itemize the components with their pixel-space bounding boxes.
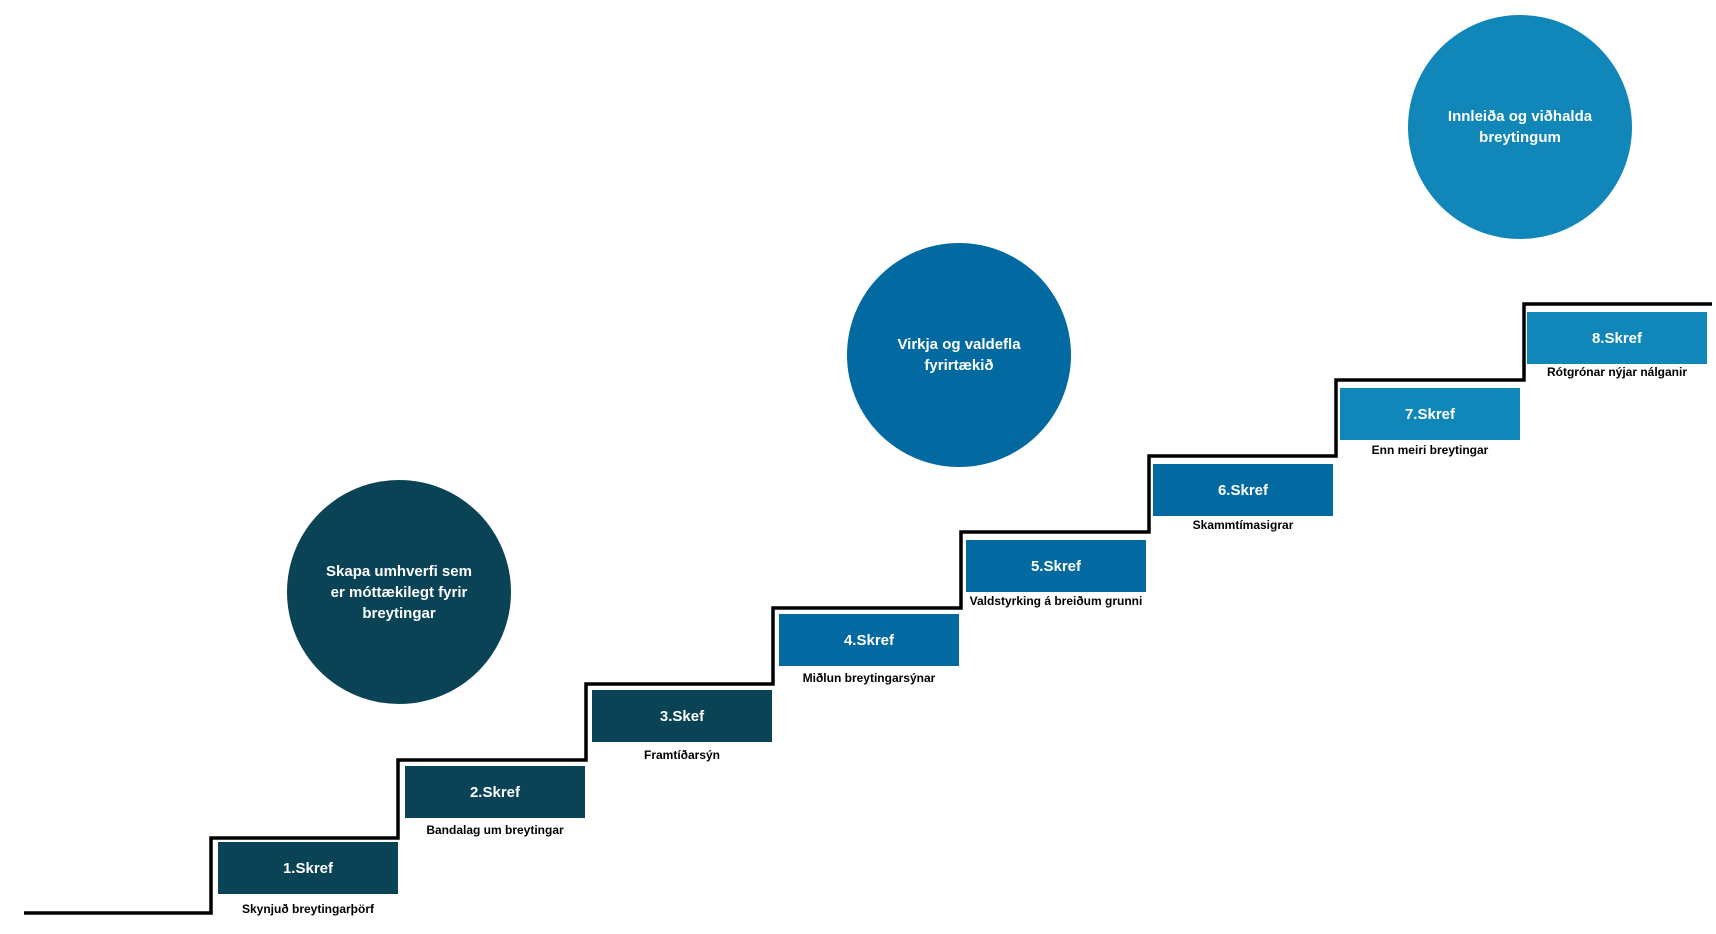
step-caption-5: Valdstyrking á breiðum grunni: [969, 594, 1143, 608]
step-box-5: 5.Skref: [966, 540, 1146, 592]
step-box-4: 4.Skref: [779, 614, 959, 666]
phase-circle-3: Innleiða og viðhalda breytingum: [1408, 15, 1632, 239]
step-label: 4.Skref: [843, 631, 895, 649]
phase-circle-1: Skapa umhverfi sem er móttækilegt fyrir …: [287, 480, 511, 704]
step-label: 2.Skref: [469, 783, 521, 801]
step-caption-3: Framtíðarsýn: [643, 748, 721, 762]
step-caption-6: Skammtímasigrar: [1192, 518, 1294, 532]
step-box-1: 1.Skref: [218, 842, 398, 894]
step-label: 8.Skref: [1591, 329, 1643, 347]
step-label: 1.Skref: [282, 859, 334, 877]
step-box-7: 7.Skref: [1340, 388, 1520, 440]
phase-circle-2: Virkja og valdefla fyrirtækið: [847, 243, 1071, 467]
step-label: 7.Skref: [1404, 405, 1456, 423]
phase-label: Innleiða og viðhalda breytingum: [1447, 108, 1593, 146]
step-caption-7: Enn meiri breytingar: [1371, 443, 1489, 457]
step-box-8: 8.Skref: [1527, 312, 1707, 364]
step-caption-4: Miðlun breytingarsýnar: [802, 671, 936, 685]
step-label: 3.Skef: [659, 707, 705, 725]
step-box-3: 3.Skef: [592, 690, 772, 742]
step-caption-8: Rótgrónar nýjar nálganir: [1546, 365, 1688, 379]
step-box-2: 2.Skref: [405, 766, 585, 818]
step-caption-1: Skynjuð breytingarþörf: [241, 902, 375, 916]
phase-label: Virkja og valdefla fyrirtækið: [897, 336, 1021, 374]
step-box-6: 6.Skref: [1153, 464, 1333, 516]
step-label: 5.Skref: [1030, 557, 1082, 575]
phase-label: Skapa umhverfi sem er móttækilegt fyrir …: [326, 562, 472, 622]
step-caption-2: Bandalag um breytingar: [426, 823, 564, 837]
step-label: 6.Skref: [1217, 481, 1269, 499]
